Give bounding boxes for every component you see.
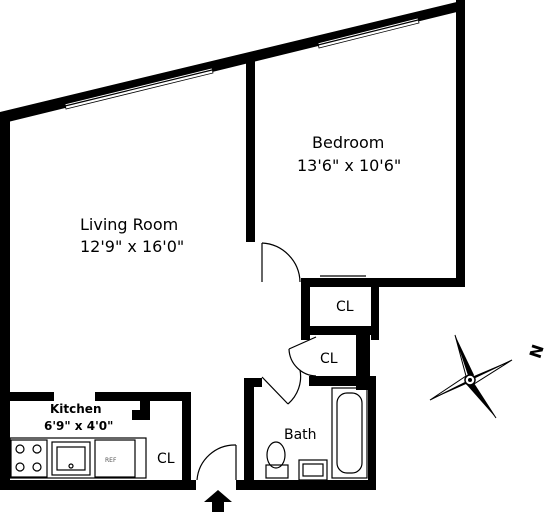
compass-rose: N [429,334,548,419]
windows [64,17,420,110]
bedroom-dims: 13'6" x 10'6" [297,156,401,175]
closet-bedroom-label: CL [336,299,354,315]
closet-entry-label: CL [157,451,175,467]
kitchen-name: Kitchen [50,402,102,416]
kitchen-fixtures: REF [9,437,147,479]
bath-name: Bath [284,427,317,443]
fridge-label: REF [105,457,117,464]
living-room-name: Living Room [80,215,178,234]
kitchen-dims: 6'9" x 4'0" [44,419,113,433]
north-label: N [526,342,548,361]
bath-fixtures [265,387,368,481]
exterior-walls [0,0,465,490]
closet-hall-label: CL [320,351,338,367]
entry-arrow [204,490,232,512]
bedroom-name: Bedroom [312,133,384,152]
living-room-dims: 12'9" x 16'0" [80,237,184,256]
doors [182,242,366,481]
